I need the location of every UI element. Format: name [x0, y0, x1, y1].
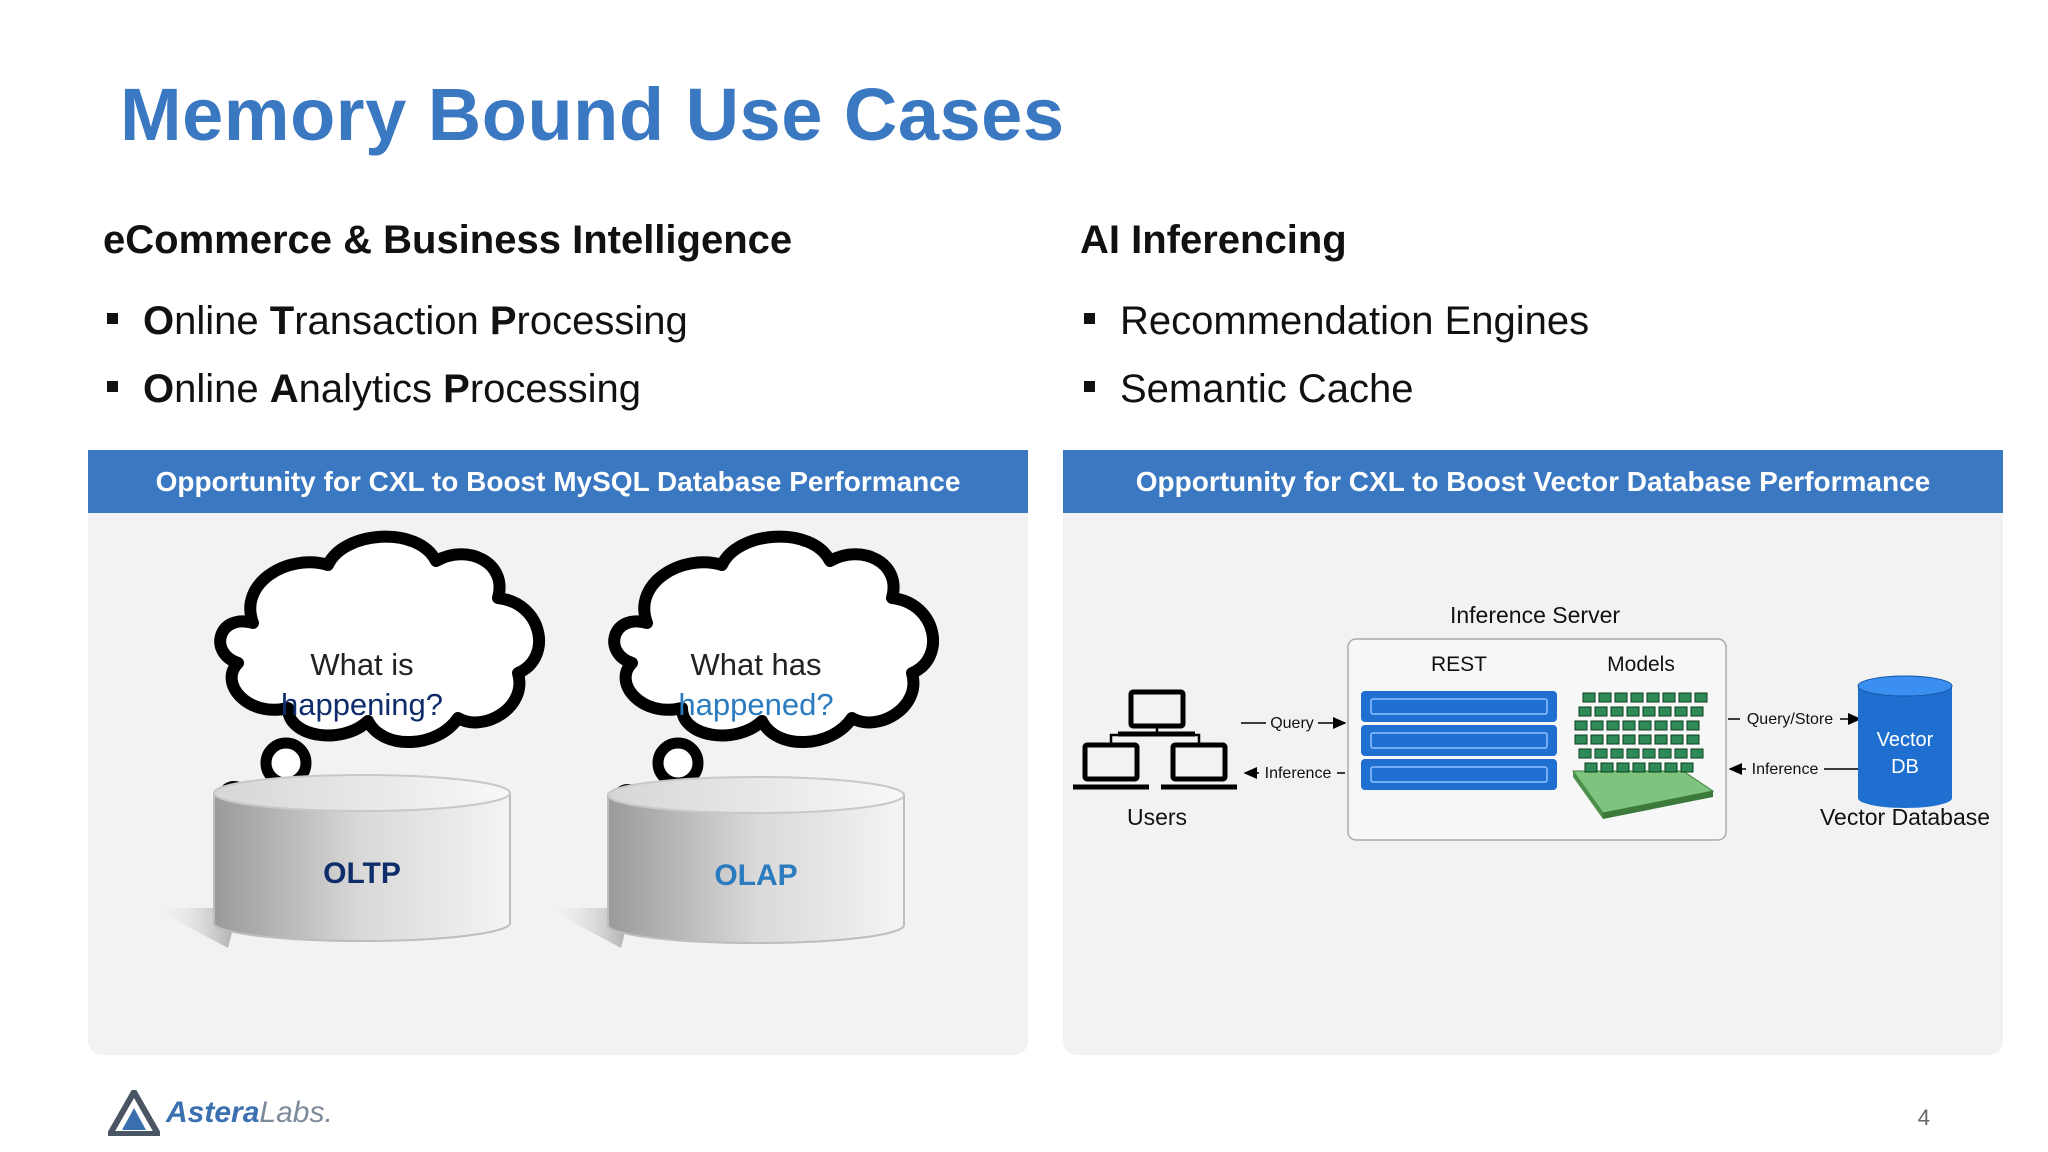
slide-title: Memory Bound Use Cases — [120, 73, 1065, 156]
bullet-semantic-cache: Semantic Cache — [1080, 355, 1589, 423]
vector-db-diagram: Inference Server REST Models — [1073, 602, 1990, 841]
inference-label-right-bg — [1746, 758, 1824, 778]
query-store-label-bg — [1740, 708, 1840, 728]
models-label: Models — [1607, 653, 1675, 676]
vector-database-label: Vector Database — [1820, 804, 1990, 830]
cloud-oltp-line2: happening? — [281, 687, 443, 722]
query-label-bg — [1266, 712, 1318, 732]
olap-label: OLAP — [714, 859, 797, 892]
oltp-label: OLTP — [323, 857, 401, 890]
left-column: eCommerce & Business Intelligence Online… — [103, 218, 792, 423]
inference-label-left-bg — [1259, 762, 1337, 782]
bullet-oltp: Online Transaction Processing — [103, 287, 792, 355]
right-column-heading: AI Inferencing — [1080, 218, 1347, 262]
query-store-label: Query/Store — [1747, 711, 1833, 728]
vector-db-opportunity-panel: Opportunity for CXL to Boost Vector Data… — [1063, 450, 2003, 1055]
vector-panel-header: Opportunity for CXL to Boost Vector Data… — [1063, 450, 2003, 513]
right-column: AI Inferencing Recommendation Engines Se… — [1080, 218, 1589, 423]
vector-db-line1: Vector — [1877, 729, 1934, 751]
bullet-olap: Online Analytics Processing — [103, 355, 792, 423]
cloud-oltp-line1: What is — [310, 647, 413, 682]
mysql-panel-header: Opportunity for CXL to Boost MySQL Datab… — [88, 450, 1028, 513]
rest-server-stack-icon — [1361, 691, 1557, 790]
inference-label-right: Inference — [1752, 761, 1819, 778]
olap-database-cylinder — [546, 776, 905, 948]
inference-server-label: Inference Server — [1450, 602, 1620, 628]
page-number: 4 — [1917, 1105, 1930, 1130]
cloud-olap-line2: happened? — [678, 687, 833, 722]
query-label: Query — [1270, 715, 1314, 732]
logo-wordmark: AsteraLabs. — [166, 1096, 333, 1129]
cloud-olap-line1: What has — [691, 647, 822, 682]
models-chip-grid-icon — [1572, 692, 1715, 819]
vector-db-cylinder-icon — [1857, 675, 1953, 808]
rest-label: REST — [1431, 653, 1487, 676]
right-bullet-list: Recommendation Engines Semantic Cache — [1080, 287, 1589, 423]
vector-db-line2: DB — [1891, 756, 1919, 778]
left-column-heading: eCommerce & Business Intelligence — [103, 218, 793, 262]
astera-triangle-logo-icon — [108, 1090, 160, 1136]
inference-label-left: Inference — [1265, 765, 1332, 782]
bullet-recommendation-engines: Recommendation Engines — [1080, 287, 1589, 355]
thought-cloud-oltp — [214, 530, 546, 815]
thought-cloud-olap — [608, 530, 940, 818]
users-label: Users — [1127, 804, 1187, 830]
mysql-diagram: What is happening? What has happened? OL… — [153, 530, 940, 948]
oltp-database-cylinder — [153, 774, 511, 948]
left-bullet-list: Online Transaction Processing Online Ana… — [103, 287, 792, 423]
asteralabs-logo: AsteraLabs. — [108, 1090, 333, 1136]
users-laptops-icon — [1073, 689, 1237, 790]
mysql-opportunity-panel: Opportunity for CXL to Boost MySQL Datab… — [88, 450, 1028, 1055]
